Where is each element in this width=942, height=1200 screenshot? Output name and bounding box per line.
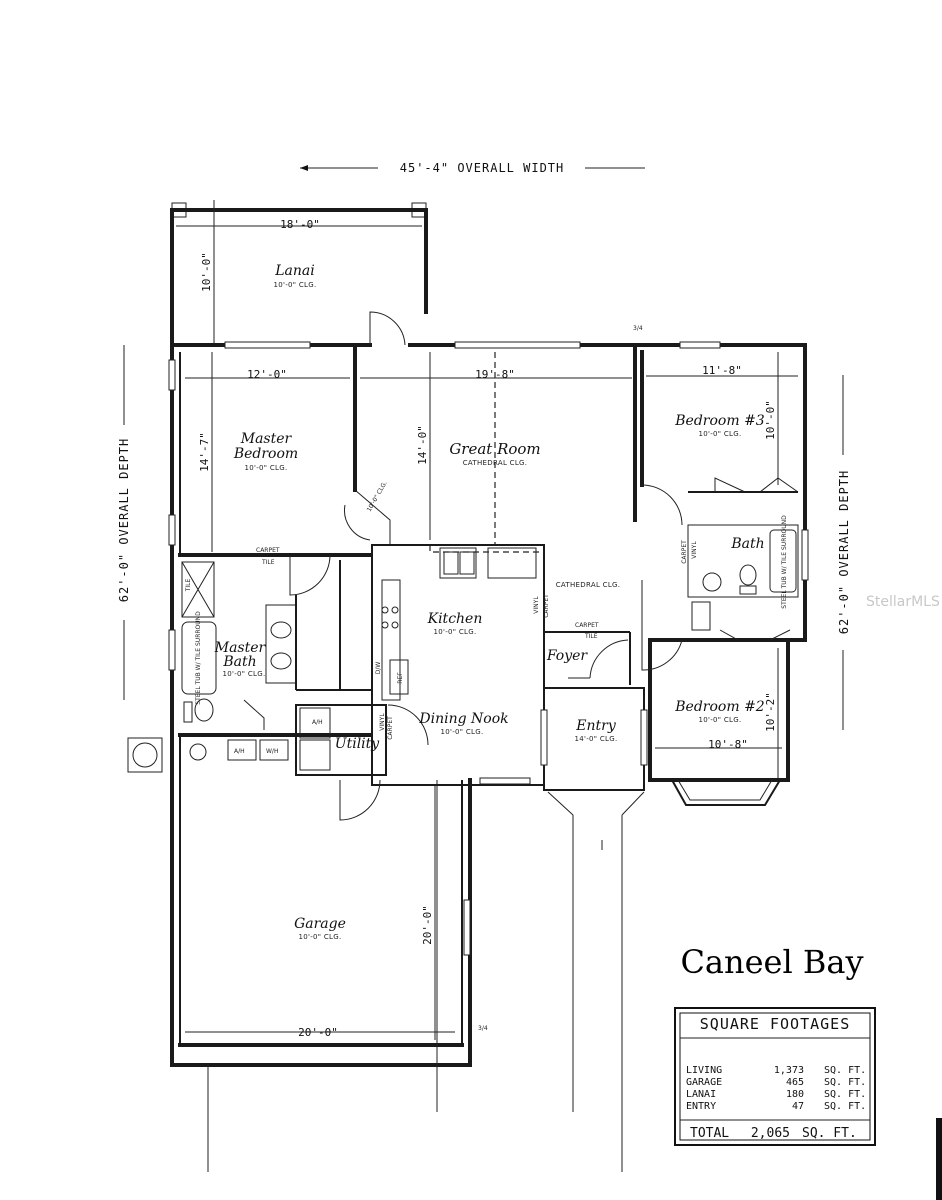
utility: A/H Utility VINYL CARPET: [295, 704, 429, 821]
bedroom-3: 11'-8" 10'-0" Bedroom #3 10'-0" CLG.: [640, 350, 799, 493]
lanai-ceiling: 10'-0" CLG.: [274, 281, 317, 289]
garage-marker: 3/4: [478, 1025, 488, 1032]
overall-depth-left: 62'-0" OVERALL DEPTH: [117, 345, 131, 700]
bed3-width: 11'-8": [702, 364, 742, 377]
overall-width-label: 45'-4" OVERALL WIDTH: [400, 161, 565, 175]
sq-row-label: ENTRY: [686, 1101, 716, 1112]
lanai-depth: 10'-0": [200, 252, 213, 292]
overall-depth-left-label: 62'-0" OVERALL DEPTH: [117, 438, 131, 603]
sq-row-label: LIVING: [686, 1065, 722, 1076]
kitchen-ceiling: 10'-0" CLG.: [434, 628, 477, 636]
foyer-carpet: CARPET: [575, 622, 599, 629]
ref-label: REF: [397, 672, 404, 684]
master-bath: CARPET TILE TILE STEEL TUB W/ TILE SURRO…: [181, 547, 372, 730]
overall-depth-right: 62'-0" OVERALL DEPTH: [837, 375, 851, 730]
bath-label: Bath: [730, 536, 764, 552]
overall-width-dimension: 45'-4" OVERALL WIDTH: [300, 161, 645, 175]
utility-carpet: CARPET: [387, 716, 394, 740]
master-bedroom: 12'-0" 14'-7" Master Bedroom 10'-0" CLG.…: [178, 311, 406, 557]
great-room-label: Great Room: [449, 440, 540, 458]
master-width: 12'-0": [247, 368, 287, 381]
sq-row-label: LANAI: [686, 1089, 716, 1100]
bedroom3-label: Bedroom #3: [674, 413, 765, 429]
dining-nook: Dining Nook 10'-0" CLG.: [418, 711, 508, 736]
lanai-label: Lanai: [274, 263, 314, 279]
entry-label: Entry: [575, 718, 617, 734]
dining-nook-ceiling: 10'-0" CLG.: [441, 728, 484, 736]
plan-title: Caneel Bay: [680, 943, 863, 981]
bath-tub-note: STEEL TUB W/ TILE SURROUND: [781, 515, 788, 609]
bath-carpet: CARPET: [681, 540, 688, 564]
sq-row-unit: SQ. FT.: [824, 1101, 866, 1112]
windows: [168, 341, 809, 956]
great-depth: 14'-0": [416, 425, 429, 465]
utility-washer: A/H: [312, 719, 323, 726]
kitchen: D/W REF Kitchen 10'-0" CLG. VINYL CARPET…: [371, 544, 621, 786]
bed2-depth: 10'-2": [764, 692, 777, 732]
bedroom2-label: Bedroom #2: [674, 699, 765, 715]
master-depth: 14'-7": [198, 432, 211, 472]
bath-vinyl: VINYL: [691, 541, 698, 559]
sq-row-value: 180: [786, 1089, 804, 1100]
sq-row-value: 47: [792, 1101, 804, 1112]
scan-edge: [936, 1118, 942, 1200]
master-bedroom-label-2: Bedroom: [233, 446, 298, 462]
watermark: StellarMLS: [866, 594, 940, 610]
garage-width: 20'-0": [298, 1026, 338, 1039]
shower-tile: TILE: [185, 579, 192, 593]
master-carpet: CARPET: [256, 547, 280, 554]
kitchen-carpet: CARPET: [543, 594, 550, 618]
utility-label: Utility: [335, 736, 380, 752]
great-room-ceiling: CATHEDRAL CLG.: [463, 459, 528, 467]
bedroom3-ceiling: 10'-0" CLG.: [699, 430, 742, 438]
master-bedroom-label-1: Master: [240, 431, 293, 447]
great-room: 19'-8" 14'-0" Great Room CATHEDRAL CLG. …: [360, 325, 643, 545]
master-tub-note: STEEL TUB W/ TILE SURROUND: [195, 611, 202, 705]
sq-heading: SQUARE FOOTAGES: [700, 1015, 850, 1033]
dishwasher-label: D/W: [375, 662, 382, 675]
sq-row-unit: SQ. FT.: [824, 1065, 866, 1076]
utility-vinyl: VINYL: [379, 713, 386, 731]
bedroom-2: 10'-8" 10'-2" Bedroom #2 10'-0" CLG.: [641, 580, 782, 806]
foyer: CARPET TILE Foyer: [544, 622, 631, 685]
bedroom2-ceiling: 10'-0" CLG.: [699, 716, 742, 724]
cathedral-note: CATHEDRAL CLG.: [556, 581, 621, 589]
sq-total-unit: SQ. FT.: [802, 1126, 857, 1141]
sq-total-value: 2,065: [751, 1126, 790, 1141]
garage-label: Garage: [294, 916, 346, 932]
lanai: 18'-0" 10'-0" Lanai 10'-0" CLG.: [170, 200, 428, 347]
sq-row-unit: SQ. FT.: [824, 1077, 866, 1088]
foyer-label: Foyer: [546, 648, 589, 664]
lanai-width: 18'-0": [280, 218, 320, 231]
bed2-width: 10'-8": [708, 738, 748, 751]
entry: Entry 14'-0" CLG.: [540, 687, 648, 791]
kitchen-vinyl: VINYL: [533, 596, 540, 614]
master-bath-label-2: Bath: [222, 654, 256, 670]
hall-bath: Bath STEEL TUB W/ TILE SURROUND CARPET V…: [641, 484, 799, 641]
garage-ceiling: 10'-0" CLG.: [299, 933, 342, 941]
overall-depth-right-label: 62'-0" OVERALL DEPTH: [837, 470, 851, 635]
wic-ceiling: 10'-0" CLG.: [366, 480, 389, 513]
garage-wh: W/H: [266, 748, 278, 755]
sq-row-value: 1,373: [774, 1065, 804, 1076]
kitchen-label: Kitchen: [427, 611, 483, 627]
garage-depth: 20'-0": [421, 905, 434, 945]
master-bedroom-ceiling: 10'-0" CLG.: [245, 464, 288, 472]
entry-ceiling: 14'-0" CLG.: [575, 735, 618, 743]
foyer-tile: TILE: [584, 633, 598, 640]
sq-row-value: 465: [786, 1077, 804, 1088]
sq-row-label: GARAGE: [686, 1077, 722, 1088]
square-footages-table: SQUARE FOOTAGES LIVING 1,373 SQ. FT. GAR…: [674, 1007, 876, 1146]
master-bath-label-1: Master: [214, 640, 267, 656]
dining-nook-label: Dining Nook: [418, 711, 508, 727]
sq-row-unit: SQ. FT.: [824, 1089, 866, 1100]
top-marker: 3/4: [633, 325, 643, 332]
bed3-depth: 10'-0": [764, 400, 777, 440]
master-tile: TILE: [261, 559, 275, 566]
garage: A/H W/H Garage 10'-0" CLG. 20'-0" 20'-0"…: [127, 737, 488, 1040]
garage-ah: A/H: [234, 748, 245, 755]
sq-total-label: TOTAL: [690, 1126, 729, 1141]
master-bath-ceiling: 10'-0" CLG.: [223, 670, 266, 678]
